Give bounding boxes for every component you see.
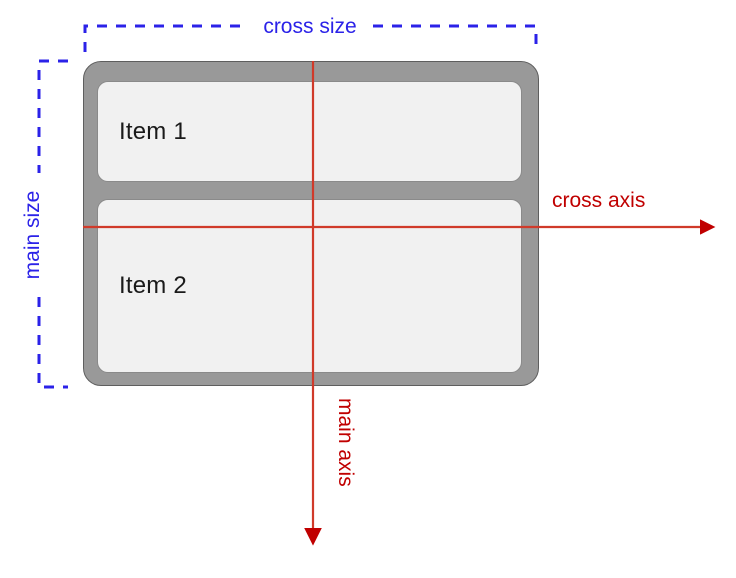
cross-size-bracket-right (373, 24, 538, 52)
main-size-label: main size (21, 191, 44, 280)
cross-axis: cross axis (83, 189, 716, 235)
flex-item-1-label: Item 1 (119, 117, 187, 145)
main-axis-label: main axis (334, 398, 357, 487)
flex-item-2-label: Item 2 (119, 272, 187, 299)
cross-axis-label: cross axis (552, 189, 645, 212)
main-size-measure: main size (21, 59, 68, 389)
main-size-bracket-top (37, 59, 68, 173)
flex-item-1: Item 1 (97, 81, 522, 182)
cross-size-measure: cross size (83, 15, 538, 52)
main-size-bracket-bottom (37, 297, 68, 389)
main-axis: main axis (304, 61, 357, 546)
cross-size-label: cross size (263, 15, 356, 38)
cross-size-bracket-left (83, 24, 247, 52)
